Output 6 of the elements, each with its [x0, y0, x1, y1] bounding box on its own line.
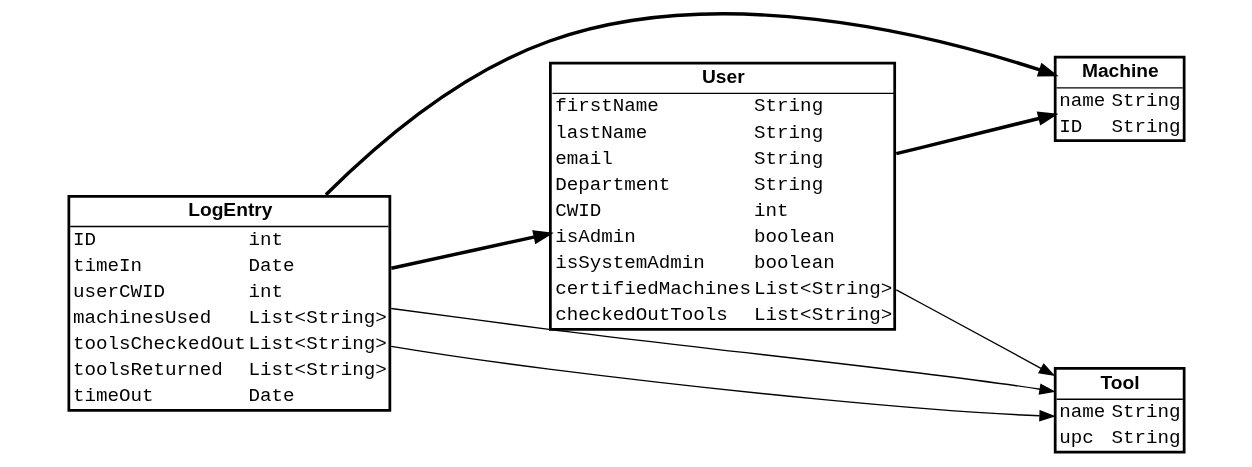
arrow [390, 307, 1056, 395]
arrow [895, 289, 1055, 377]
arrow [324, 12, 1059, 196]
arrow [895, 111, 1058, 156]
arrow [390, 345, 1056, 422]
arrow [390, 230, 554, 270]
